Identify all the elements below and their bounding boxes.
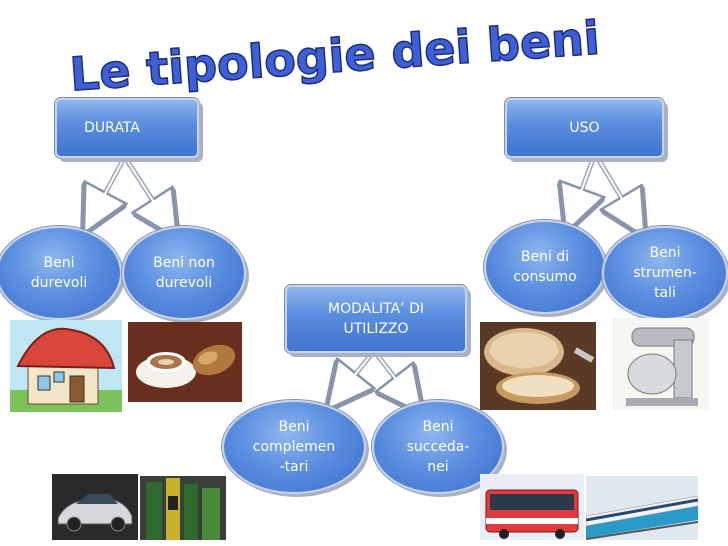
durata-label: DURATA [84, 120, 140, 136]
beni-non-durevoli-oval: Beni non durevoli [122, 226, 246, 320]
bus-image [480, 474, 584, 540]
arrow-uso-consumo [572, 159, 592, 216]
bread-image [480, 322, 596, 410]
beni-succedanei-label: Beni succeda- nei [406, 419, 470, 475]
uso-label: USO [569, 120, 600, 136]
arrow-durata-durevoli [92, 159, 122, 218]
sports-car-image [52, 474, 138, 540]
beni-non-durevoli-label: Beni non durevoli [153, 255, 215, 291]
beni-durevoli-label: Beni durevoli [30, 255, 88, 291]
house-image [10, 320, 122, 412]
uso-box: USO [505, 98, 664, 158]
beni-durevoli-oval: Beni durevoli [0, 226, 122, 320]
beni-strumentali-oval: Beni strumen- tali [602, 226, 728, 320]
arrow-modalita-succedanei [378, 353, 412, 400]
beni-di-consumo-oval: Beni di consumo [484, 220, 606, 314]
beni-complementari-label: Beni complemen -tari [252, 419, 336, 475]
beni-strumentali-label: Beni strumen- tali [633, 245, 697, 301]
coffee-croissant-image [128, 322, 242, 402]
arrow-uso-strumentali [597, 159, 636, 222]
title-text: Le tipologie dei beni [68, 11, 601, 102]
beni-complementari-oval: Beni complemen -tari [222, 400, 366, 494]
fuel-pump-image [140, 476, 226, 540]
page-title: Le tipologie dei beni [0, 0, 728, 110]
modalita-box: MODALITA’ DI UTILIZZO [285, 285, 467, 353]
arrow-modalita-complementari [338, 353, 370, 396]
arrow-durata-non-durevoli [125, 159, 168, 224]
train-image [586, 476, 698, 540]
stand-mixer-image [612, 318, 710, 410]
durata-box: DURATA [55, 98, 199, 158]
modalita-label: MODALITA’ DI UTILIZZO [328, 301, 424, 337]
beni-di-consumo-label: Beni di consumo [513, 249, 577, 285]
